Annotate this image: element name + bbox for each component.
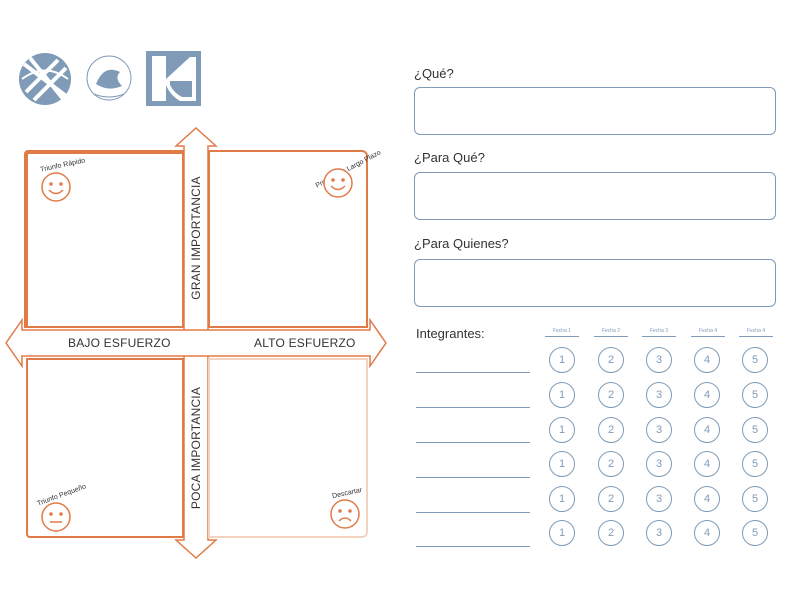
rating-circle[interactable]: 1 (549, 486, 575, 512)
rating-circle[interactable]: 1 (549, 520, 575, 546)
question-field-what[interactable] (414, 87, 776, 135)
member-line-3[interactable] (416, 442, 530, 443)
member-line-6[interactable] (416, 546, 530, 547)
rating-circle[interactable]: 2 (598, 347, 624, 373)
rating-circle[interactable]: 4 (694, 520, 720, 546)
rating-circle[interactable]: 3 (646, 520, 672, 546)
rating-circle[interactable]: 4 (694, 347, 720, 373)
globe-icon (19, 53, 71, 105)
rating-circle[interactable]: 2 (598, 382, 624, 408)
neutral-face-icon (41, 502, 71, 532)
sad-face-icon (330, 499, 360, 529)
member-line-5[interactable] (416, 512, 530, 513)
member-line-4[interactable] (416, 477, 530, 478)
axis-label-low-effort: BAJO ESFUERZO (68, 336, 171, 350)
happy-face-icon (323, 168, 353, 198)
rating-circle[interactable]: 2 (598, 486, 624, 512)
rating-circle[interactable]: 1 (549, 451, 575, 477)
rating-circle[interactable]: 3 (646, 382, 672, 408)
fish-seal-icon (86, 55, 132, 101)
rating-circle[interactable]: 1 (549, 417, 575, 443)
axis-label-low-importance: POCA IMPORTANCIA (189, 386, 203, 510)
question-field-for-whom[interactable] (414, 259, 776, 307)
rating-circle[interactable]: 5 (742, 382, 768, 408)
rating-circle[interactable]: 5 (742, 417, 768, 443)
member-line-2[interactable] (416, 407, 530, 408)
rating-circle[interactable]: 3 (646, 451, 672, 477)
question-label-for-whom: ¿Para Quienes? (414, 236, 509, 251)
axis-label-high-effort: ALTO ESFUERZO (254, 336, 356, 350)
members-label: Integrantes: (416, 326, 485, 341)
rating-circle[interactable]: 2 (598, 520, 624, 546)
horizontal-arrow (5, 317, 387, 369)
date-header-4: Fecha 4 (691, 328, 725, 337)
rating-circle[interactable]: 4 (694, 382, 720, 408)
rating-circle[interactable]: 5 (742, 486, 768, 512)
rating-circle[interactable]: 3 (646, 417, 672, 443)
rating-circle[interactable]: 4 (694, 417, 720, 443)
rating-circle[interactable]: 5 (742, 347, 768, 373)
happy-face-icon (41, 172, 71, 202)
question-label-what: ¿Qué? (414, 66, 454, 81)
question-field-what-for[interactable] (414, 172, 776, 220)
question-label-what-for: ¿Para Qué? (414, 150, 485, 165)
quadrant-quick-win (24, 150, 184, 328)
rating-circle[interactable]: 3 (646, 347, 672, 373)
rating-circle[interactable]: 1 (549, 382, 575, 408)
rating-circle[interactable]: 5 (742, 520, 768, 546)
rating-circle[interactable]: 2 (598, 451, 624, 477)
member-line-1[interactable] (416, 372, 530, 373)
rating-circle[interactable]: 1 (549, 347, 575, 373)
date-header-2: Fecha 2 (594, 328, 628, 337)
axis-label-high-importance: GRAN IMPORTANCIA (189, 176, 203, 300)
date-header-3: Fecha 3 (642, 328, 676, 337)
rating-circle[interactable]: 4 (694, 486, 720, 512)
date-header-1: Fecha 1 (545, 328, 579, 337)
rating-circle[interactable]: 3 (646, 486, 672, 512)
date-header-5: Fecha 4 (739, 328, 773, 337)
rating-circle[interactable]: 5 (742, 451, 768, 477)
rating-circle[interactable]: 2 (598, 417, 624, 443)
k-square-icon (146, 51, 201, 106)
rating-circle[interactable]: 4 (694, 451, 720, 477)
